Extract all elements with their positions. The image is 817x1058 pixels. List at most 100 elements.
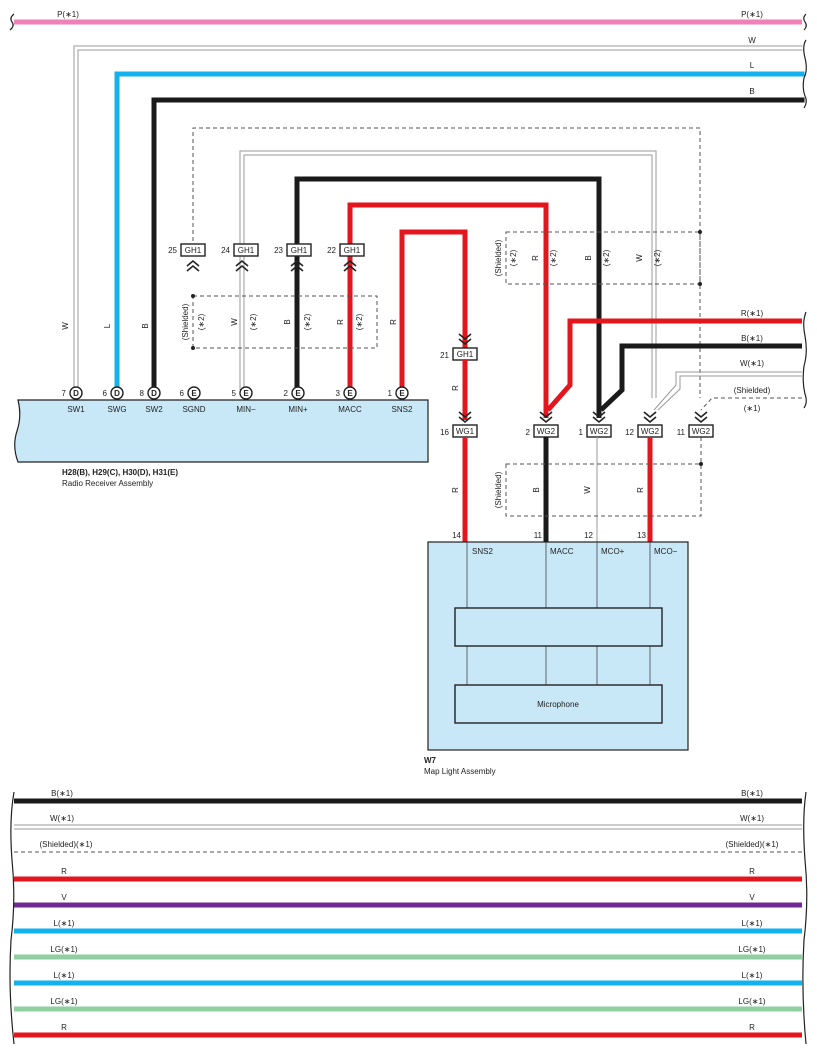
bus-label-left: (Shielded)(∗1) xyxy=(40,840,93,849)
note-label: (∗2) xyxy=(303,313,312,330)
svg-text:22: 22 xyxy=(327,246,336,255)
junction-dot xyxy=(699,462,703,466)
junction-dot xyxy=(698,282,702,286)
svg-text:WG2: WG2 xyxy=(692,427,711,436)
svg-text:E: E xyxy=(191,389,197,398)
svg-text:WG1: WG1 xyxy=(456,427,475,436)
svg-text:SNS2: SNS2 xyxy=(392,405,413,414)
shield-label: (Shielded) xyxy=(494,471,503,508)
svg-text:SW2: SW2 xyxy=(145,405,163,414)
gh1-connectors: 25 GH1 24 GH1 23 GH1 22 GH1 21 GH1 xyxy=(168,243,478,361)
radio-receiver-assembly: 7 D SW1 6 D SWG 8 D SW2 6 E SGND 5 E MIN… xyxy=(14,386,429,488)
shield-box-lower xyxy=(505,463,702,517)
internal-module xyxy=(454,607,663,647)
note-label: (∗2) xyxy=(509,249,518,266)
svg-text:6: 6 xyxy=(103,389,108,398)
wire-letter: W xyxy=(635,254,644,262)
radio-pin-sw2: 8 D SW2 xyxy=(140,386,163,414)
svg-text:2: 2 xyxy=(284,389,289,398)
bus-label-left: LG(∗1) xyxy=(50,945,77,954)
connector-gh1-23: 23 GH1 xyxy=(274,243,312,272)
svg-text:1: 1 xyxy=(388,389,393,398)
branch-label: W(∗1) xyxy=(740,359,764,368)
brace-left-icon xyxy=(9,791,15,1045)
junction-dot xyxy=(698,230,702,234)
bus-label-right: L(∗1) xyxy=(742,971,763,980)
bus-label-right: P(∗1) xyxy=(741,10,763,19)
svg-text:GH1: GH1 xyxy=(238,246,255,255)
bus-label-right: LG(∗1) xyxy=(738,997,765,1006)
bus-label-left: L(∗1) xyxy=(54,971,75,980)
bus-label-left: R xyxy=(61,867,67,876)
wire-w-min-minus xyxy=(239,150,657,398)
bus-wire-w-inner xyxy=(77,49,803,391)
shield-label: (Shielded) xyxy=(494,239,503,276)
radio-pin-sw1: 7 D SW1 xyxy=(62,386,85,414)
svg-text:11: 11 xyxy=(677,428,686,437)
wire-letter: B xyxy=(283,319,292,324)
wire-r-branch xyxy=(546,318,802,412)
bottom-bus: B(∗1) B(∗1) W(∗1) W(∗1) (Shielded)(∗1) (… xyxy=(9,789,808,1045)
svg-text:21: 21 xyxy=(440,351,449,360)
bus-wire-b xyxy=(151,97,805,393)
bus-label-right: R xyxy=(749,867,755,876)
wire-letter: R xyxy=(451,487,460,493)
radio-name: Radio Receiver Assembly xyxy=(62,479,153,488)
bus-label-right: L xyxy=(750,61,755,70)
connector-gh1-25: 25 GH1 xyxy=(168,243,206,272)
svg-text:1: 1 xyxy=(579,428,584,437)
svg-text:WG2: WG2 xyxy=(641,427,660,436)
bus-label-right: (Shielded)(∗1) xyxy=(726,840,779,849)
microphone-label: Microphone xyxy=(537,700,579,709)
microphone-box xyxy=(454,684,663,724)
wg-connectors: 16 WG1 2 WG2 1 WG2 12 WG2 11 WG2 xyxy=(440,411,714,438)
connector-gh1-22: 22 GH1 xyxy=(327,243,365,272)
note-label: (∗2) xyxy=(197,313,206,330)
brace-right-icon xyxy=(802,39,807,109)
bus-label-right: W xyxy=(748,36,756,45)
wire-letter: L xyxy=(103,323,112,328)
bus-label-right: B xyxy=(749,87,754,96)
wire-letter: B xyxy=(584,255,593,260)
radio-pin-sgnd: 6 E SGND xyxy=(180,386,206,414)
svg-text:GH1: GH1 xyxy=(185,246,202,255)
svg-text:D: D xyxy=(73,389,79,398)
connector-wg2-12: 12 WG2 xyxy=(625,411,663,438)
bus-wire-w xyxy=(73,45,803,391)
pin-num: 14 xyxy=(452,531,461,540)
svg-text:3: 3 xyxy=(336,389,341,398)
pin-name: MCO− xyxy=(654,547,678,556)
upper-shield-section: (Shielded) (∗2) W (∗2) B (∗2) R (∗2) R (… xyxy=(181,127,702,418)
junction-dot xyxy=(191,294,195,298)
wire-letter: R xyxy=(389,319,398,325)
connector-gh1-24: 24 GH1 xyxy=(221,243,259,272)
brace-right-icon xyxy=(802,311,807,409)
svg-text:MIN−: MIN− xyxy=(236,405,256,414)
svg-text:D: D xyxy=(114,389,120,398)
branch-label: (Shielded) xyxy=(734,386,771,395)
wire-letter: R xyxy=(531,255,540,261)
svg-text:25: 25 xyxy=(168,246,177,255)
brace-right-icon xyxy=(802,791,808,1045)
wire-r-macc xyxy=(347,202,549,418)
radio-pin-min-plus: 2 E MIN+ xyxy=(284,386,308,414)
bus-label-right: B(∗1) xyxy=(741,789,763,798)
bus-label-left: B(∗1) xyxy=(51,789,73,798)
wire-w-branch-2 xyxy=(657,375,802,411)
svg-text:GH1: GH1 xyxy=(457,350,474,359)
note-label: (∗2) xyxy=(355,313,364,330)
svg-text:MACC: MACC xyxy=(338,405,362,414)
branch-label: R(∗1) xyxy=(741,309,764,318)
svg-text:16: 16 xyxy=(440,428,449,437)
wire-shield-branch xyxy=(700,397,802,411)
radio-pin-sns2: 1 E SNS2 xyxy=(388,386,413,414)
note-label: (∗2) xyxy=(249,313,258,330)
map-light-name: Map Light Assembly xyxy=(424,767,496,776)
note-label: (∗2) xyxy=(653,249,662,266)
wire-letter: W xyxy=(583,486,592,494)
bus-label-right: LG(∗1) xyxy=(738,945,765,954)
svg-text:5: 5 xyxy=(232,389,237,398)
bus-label-left: V xyxy=(61,893,67,902)
wire-w-min-minus-2 xyxy=(243,154,653,398)
